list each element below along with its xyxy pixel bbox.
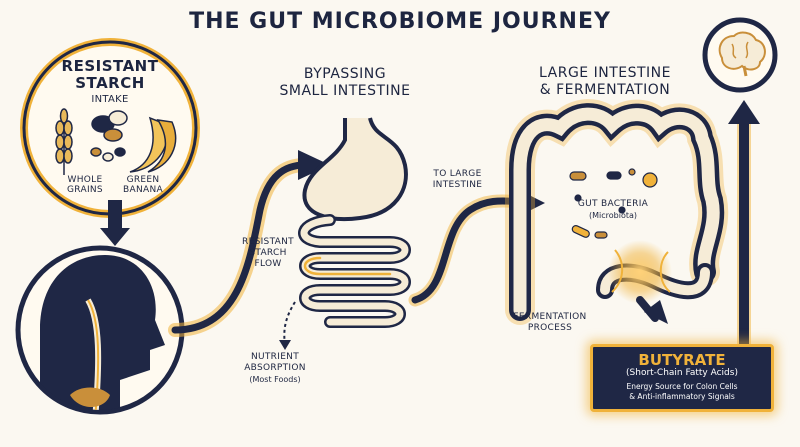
- food-green-banana-line1: GREEN: [126, 175, 160, 185]
- human-head-icon: [15, 245, 185, 415]
- beans-icon: [90, 110, 128, 162]
- arrow-intake-to-body: [100, 200, 130, 246]
- fermentation-label-line2: PROCESS: [527, 323, 573, 333]
- arrow-body-to-stomach: [168, 150, 330, 337]
- stomach-icon: [302, 117, 408, 222]
- large-intestine-heading-line1: LARGE INTESTINE: [539, 65, 671, 81]
- intake-heading-line3: INTAKE: [91, 94, 129, 105]
- butyrate-desc-line1: Energy Source for Colon Cells: [626, 382, 738, 391]
- banana-icon: [129, 116, 177, 173]
- intake-heading-line1: RESISTANT: [61, 57, 159, 75]
- bacteria-icon: [569, 168, 658, 239]
- absorption-label-line3: (Most Foods): [249, 375, 301, 384]
- absorption-label-line2: ABSORPTION: [244, 363, 306, 373]
- intake-heading-line2: STARCH: [75, 74, 145, 92]
- large-intestine-heading-line2: & FERMENTATION: [539, 82, 671, 98]
- absorption-arrow: [279, 301, 296, 350]
- gut-bacteria-label-line2: (Microbiota): [588, 211, 637, 220]
- small-intestine-heading-line1: BYPASSING: [303, 66, 387, 82]
- gut-bacteria-label-line1: GUT BACTERIA: [577, 199, 649, 209]
- butyrate-box: BUTYRATE (Short-Chain Fatty Acids) Energ…: [590, 344, 774, 412]
- arrow-to-butyrate: [636, 296, 668, 324]
- food-green-banana-line2: BANANA: [123, 185, 163, 195]
- butyrate-title: BUTYRATE: [638, 351, 726, 369]
- small-intestine-icon: [298, 214, 411, 328]
- butyrate-desc-line2: & Anti-inflammatory Signals: [629, 392, 735, 401]
- page-title: THE GUT MICROBIOME JOURNEY: [189, 9, 611, 34]
- brain-icon: [702, 17, 778, 93]
- fermentation-label-line1: FERMENTATION: [513, 312, 587, 322]
- food-whole-grains-line2: GRAINS: [67, 185, 103, 195]
- food-whole-grains-line1: WHOLE: [67, 175, 103, 185]
- small-intestine-heading-line2: SMALL INTESTINE: [279, 83, 411, 99]
- flow-label-line2: STARCH: [249, 248, 287, 258]
- flow-label-line3: FLOW: [254, 259, 282, 269]
- flow-label-line1: RESISTANT: [242, 237, 294, 247]
- to-large-label-line2: INTESTINE: [432, 180, 483, 190]
- arrow-to-brain: [728, 100, 760, 365]
- to-large-label-line1: TO LARGE: [433, 169, 482, 179]
- wheat-icon: [55, 108, 73, 175]
- butyrate-subtitle: (Short-Chain Fatty Acids): [626, 368, 738, 378]
- fermentation-glow: [608, 240, 672, 304]
- absorption-label-line1: NUTRIENT: [250, 352, 300, 362]
